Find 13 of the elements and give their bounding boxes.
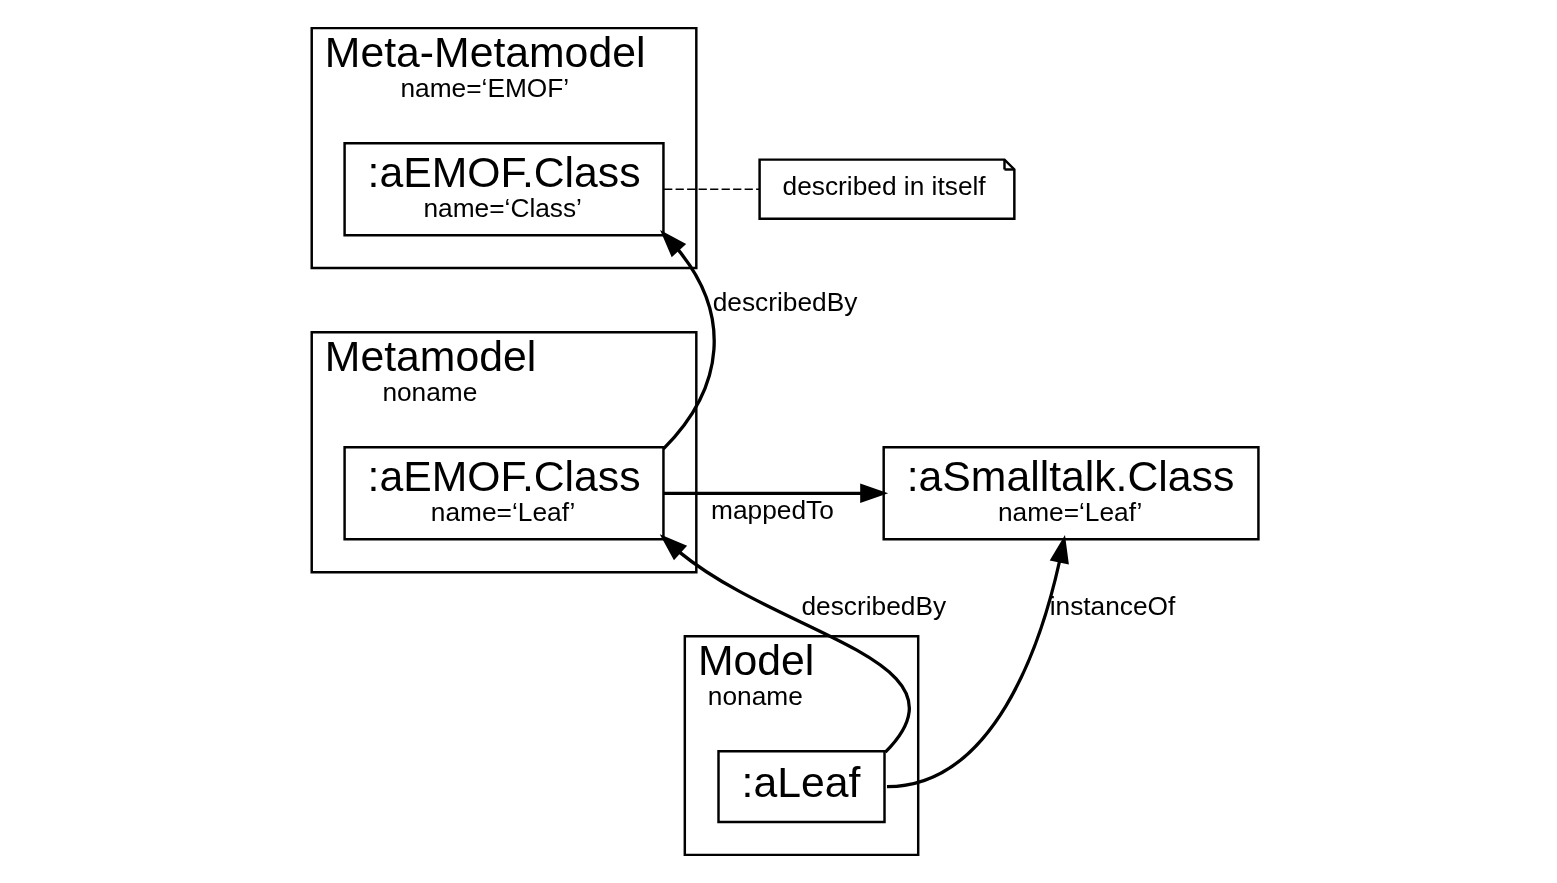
node-box: :aEMOF.Class name=‘Leaf’ [343, 446, 665, 541]
node-box: :aSmalltalk.Class name=‘Leaf’ [882, 446, 1260, 541]
arrow [660, 229, 716, 450]
arrow [659, 534, 911, 754]
edge-label: mappedTo [711, 495, 834, 526]
edge-label: describedBy [712, 286, 858, 317]
edge-label: describedBy [801, 590, 947, 621]
edge-label: instanceOf [1049, 590, 1176, 621]
node-box: :aLeaf [717, 750, 886, 824]
connector [663, 188, 761, 191]
arrow [886, 535, 1069, 789]
arrow [663, 483, 889, 504]
node-box: :aEMOF.Class name=‘Class’ [343, 141, 665, 237]
